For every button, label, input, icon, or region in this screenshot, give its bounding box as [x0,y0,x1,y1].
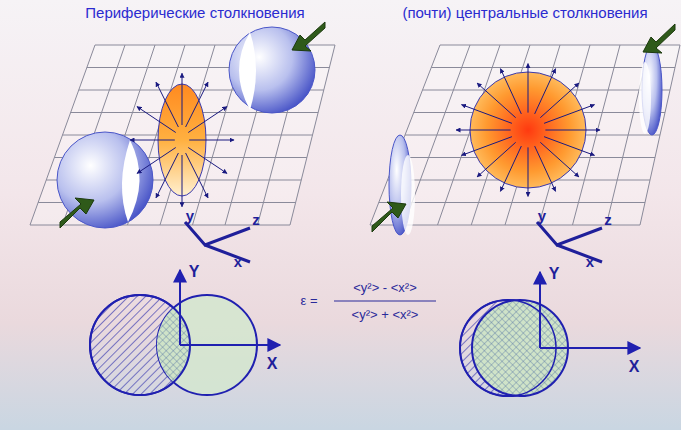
axis-label: Y [549,265,560,283]
axis-label: Y [189,263,200,281]
flow-arrows [456,64,600,197]
heading: Периферические столкновения [85,4,304,21]
grid-plane [370,45,680,225]
nucleus [57,132,153,228]
axis-label: y [538,207,546,224]
overlap-sketch [460,272,640,396]
axis-label: y [186,207,194,224]
heading: (почти) центральные столкновения [402,4,647,21]
axis-label: X [267,355,278,373]
formula-numerator: <y²> - <x²> [353,281,417,296]
axis-label: x [234,253,242,270]
beam-arrow [60,198,94,228]
formula-denominator: <y²> + <x²> [352,308,419,323]
beam-arrow [643,24,675,53]
axis-label: z [604,211,612,228]
axis-label: x [586,253,594,270]
beam-arrow [292,22,325,51]
axis-label: z [252,211,260,228]
overlap-sketch [90,270,280,395]
formula-text: ε = [301,294,318,309]
axes-3d [185,222,602,262]
beam-arrow [372,202,406,232]
fraction-bar [334,300,436,301]
axis-label: X [629,358,640,376]
flow-arrows [130,73,234,207]
